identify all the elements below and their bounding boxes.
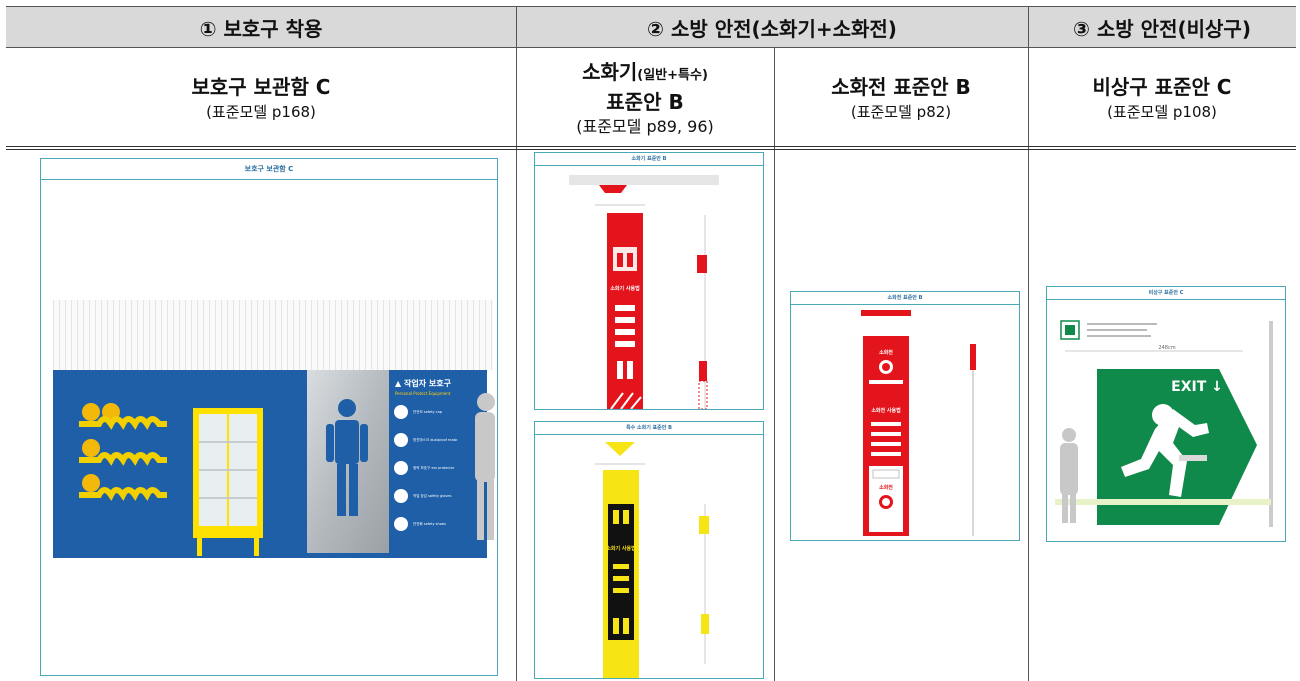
frame-title: 소화전 표준안 B	[791, 292, 1019, 305]
extinguisher-general-illustration: 소화기 사용법	[569, 175, 719, 409]
image-exit: 비상구 표준안 C 248cm EXIT ↓	[1046, 286, 1286, 542]
hydrant-label-mid: 소화전 사용법	[871, 407, 901, 414]
ppe-item-4: 작업 장갑 safety gloves	[413, 493, 452, 498]
subheader-protective-title: 보호구 보관함 C	[191, 75, 331, 99]
frame-title: 비상구 표준안 C	[1047, 287, 1285, 300]
header-protective-label: ① 보호구 착용	[199, 16, 323, 41]
subheader-exit: 비상구 표준안 C (표준모델 p108)	[1028, 48, 1296, 148]
exit-dimension: 248cm	[1158, 345, 1175, 351]
image-protective-cabinet: 보호구 보관함 C	[40, 158, 498, 676]
ppe-item-5: 안전화 safety shoes	[413, 521, 446, 526]
exit-sign-text: EXIT ↓	[1171, 379, 1223, 395]
hydrant-label-box: 소화전	[879, 484, 893, 491]
hydrant-label-top: 소화전	[879, 349, 893, 356]
header-fire-safety: ② 소방 안전(소화기+소화전)	[516, 6, 1028, 48]
hydrant-illustration: 소화전 소화전 사용법 소화전	[861, 310, 976, 536]
subheader-extinguisher-title-b: 표준안 B	[606, 90, 684, 114]
subheader-extinguisher-ref: (표준모델 p89, 96)	[576, 117, 714, 136]
image-extinguisher-general: 소화기 표준안 B 소화기 사용법	[534, 152, 764, 410]
frame-title: 보호구 보관함 C	[41, 159, 497, 180]
subheader-hydrant-title: 소화전 표준안 B	[831, 75, 971, 99]
panel-subtitle: Personal Protect Equipment	[395, 391, 451, 396]
subheader-extinguisher-title-a: 소화기	[582, 60, 638, 84]
image-hydrant: 소화전 표준안 B 소화전 소화전 사용법 소화전	[790, 291, 1020, 541]
ppe-item-1: 안전모 safety cap	[413, 409, 443, 414]
subheader-hydrant-ref: (표준모델 p82)	[850, 103, 952, 121]
header-exit-label: ③ 소방 안전(비상구)	[1073, 16, 1251, 41]
subheader-extinguisher-title-a-small: (일반+특수)	[637, 68, 708, 83]
subheader-protective-ref: (표준모델 p168)	[206, 103, 316, 121]
subheader-hydrant: 소화전 표준안 B (표준모델 p82)	[774, 48, 1028, 148]
svg-text:▲: ▲	[395, 379, 402, 388]
header-exit: ③ 소방 안전(비상구)	[1028, 6, 1296, 48]
header-protective: ① 보호구 착용	[6, 6, 516, 48]
frame-title: 특수 소화기 표준안 B	[535, 422, 763, 435]
extinguisher-special-illustration: 소화기 사용법	[595, 442, 709, 678]
exit-illustration: 248cm EXIT ↓	[1055, 320, 1273, 527]
subheader-exit-ref: (표준모델 p108)	[1107, 103, 1217, 121]
extinguisher-label: 소화기 사용법	[610, 285, 640, 292]
subheader-protective: 보호구 보관함 C (표준모델 p168)	[6, 48, 516, 148]
image-extinguisher-special: 특수 소화기 표준안 B 소화기 사용법	[534, 421, 764, 679]
subheader-exit-title: 비상구 표준안 C	[1092, 75, 1232, 99]
protective-cabinet-illustration: ▲ 작업자 보호구 Personal Protect Equipment 안전모…	[53, 300, 495, 558]
extinguisher-label: 소화기 사용법	[606, 545, 636, 552]
panel-title: 작업자 보호구	[404, 378, 452, 388]
ppe-item-2: 방진마스크 dustproof mask	[413, 437, 458, 442]
subheader-extinguisher: 소화기(일반+특수) 표준안 B (표준모델 p89, 96)	[516, 48, 774, 148]
ppe-item-3: 청력 보호구 ear protector	[413, 465, 455, 470]
header-fire-safety-label: ② 소방 안전(소화기+소화전)	[647, 16, 897, 41]
header-divider	[6, 146, 1296, 150]
frame-title: 소화기 표준안 B	[535, 153, 763, 166]
